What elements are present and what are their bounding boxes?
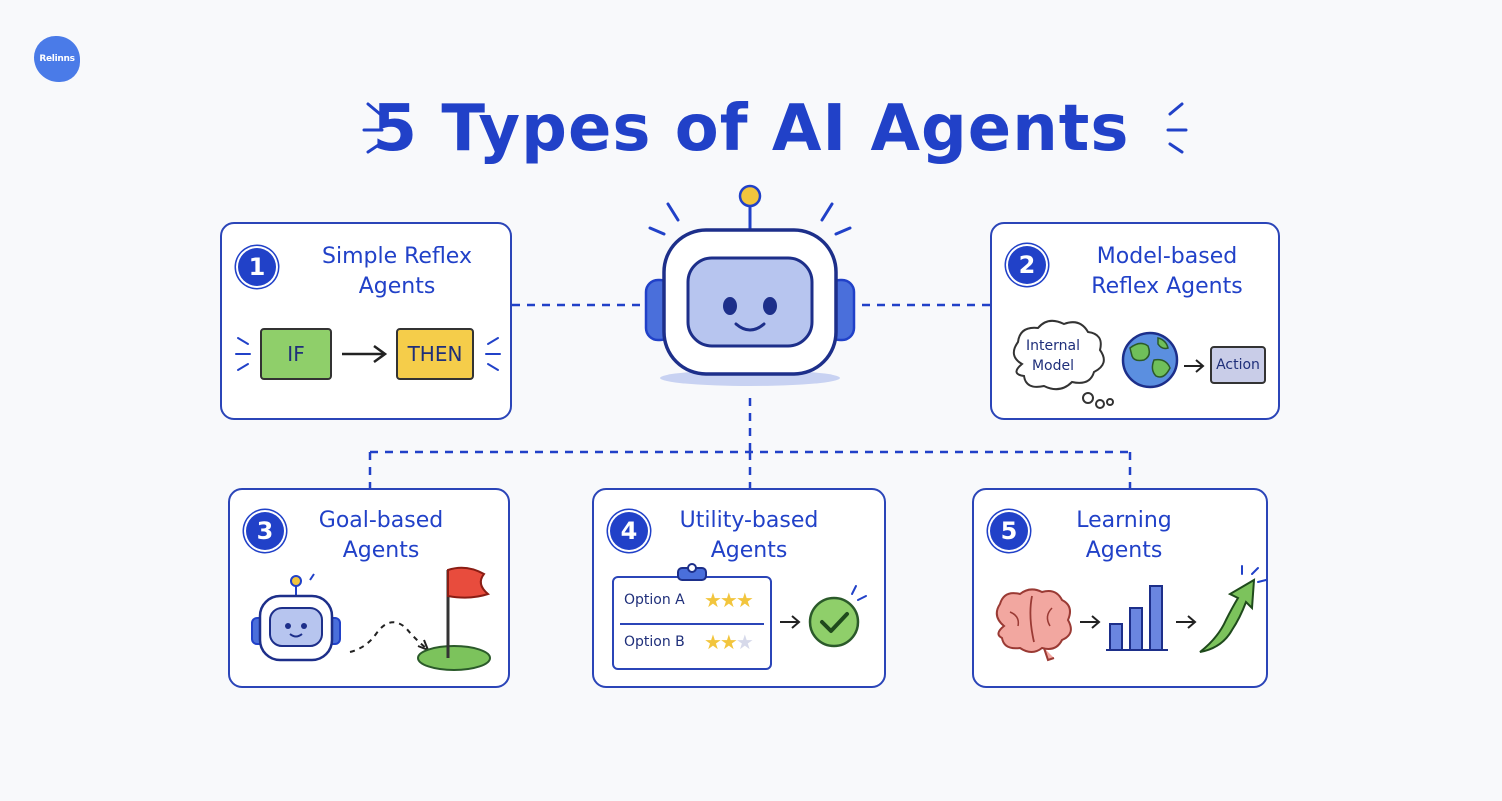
card-number-badge: 3 xyxy=(246,512,284,550)
options-clipboard: Option A ★★★ Option B ★★★ xyxy=(612,563,772,670)
option-a-stars: ★★★ xyxy=(704,588,754,612)
card-goal-based: 3 Goal-based Agents xyxy=(228,488,510,688)
robot-icon xyxy=(644,184,856,386)
then-box: THEN xyxy=(396,328,474,380)
arrow-right-icon xyxy=(1080,615,1101,629)
title-sparkle-right-icon xyxy=(1166,102,1188,154)
thought-cloud-icon xyxy=(1012,319,1114,409)
globe-icon xyxy=(1121,331,1179,389)
option-b-label: Option B xyxy=(624,634,685,650)
card-number-badge: 2 xyxy=(1008,246,1046,284)
arrow-right-icon xyxy=(342,344,388,364)
card-title: Utility-based Agents xyxy=(679,508,819,563)
page-title: 5 Types of AI Agents xyxy=(372,92,1130,166)
card-simple-reflex: 1 Simple Reflex Agents IF THEN xyxy=(220,222,512,420)
card-learning: 5 Learning Agents xyxy=(972,488,1268,688)
internal-model-label: Internal Model xyxy=(1026,338,1080,374)
option-b-stars: ★★★ xyxy=(704,630,754,654)
card-title: Goal-based Agents xyxy=(318,508,444,563)
logo-text: Relinns xyxy=(39,54,75,64)
arrow-right-icon xyxy=(780,615,801,629)
growth-arrow-icon xyxy=(1199,565,1267,653)
action-box: Action xyxy=(1210,346,1266,384)
card-number-badge: 4 xyxy=(610,512,648,550)
card-number-badge: 5 xyxy=(990,512,1028,550)
bar-chart-icon xyxy=(1106,585,1168,651)
title-sparkle-left-icon xyxy=(362,102,384,154)
brain-icon xyxy=(995,588,1072,662)
if-box: IF xyxy=(260,328,332,380)
card-number-badge: 1 xyxy=(238,248,276,286)
goal-flag-icon xyxy=(417,566,491,671)
clipboard-clip-icon xyxy=(677,563,707,581)
arrow-right-icon xyxy=(1184,359,1205,373)
then-sparkle-icon xyxy=(485,337,501,371)
divider xyxy=(620,623,764,625)
check-circle-icon xyxy=(808,585,867,648)
card-model-based-reflex: 2 Model-based Reflex Agents Internal Mod… xyxy=(990,222,1280,420)
card-utility-based: 4 Utility-based Agents Option A ★★★ Opti… xyxy=(592,488,886,688)
if-sparkle-icon xyxy=(235,337,251,371)
card-title: Model-based Reflex Agents xyxy=(1091,244,1243,299)
small-robot-icon xyxy=(251,573,341,662)
arrow-right-icon xyxy=(1176,615,1197,629)
relinns-logo: Relinns xyxy=(34,36,80,82)
card-title: Learning Agents xyxy=(1076,508,1172,563)
option-a-label: Option A xyxy=(624,592,685,608)
card-title: Simple Reflex Agents xyxy=(322,244,472,299)
